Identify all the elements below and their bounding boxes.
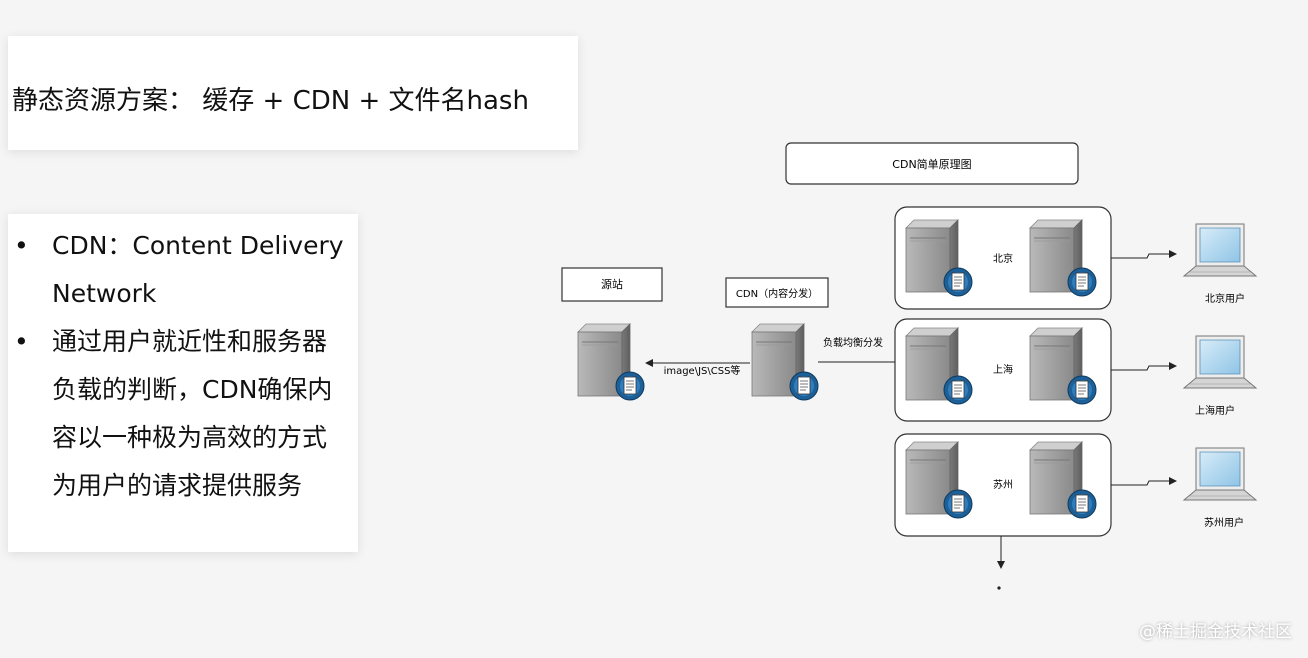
region-name: 上海	[993, 363, 1013, 376]
user-arrow	[1111, 477, 1177, 486]
bullet-text: CDN：Content Delivery Network	[52, 231, 344, 308]
laptop-icon	[1183, 335, 1257, 389]
region-name: 北京	[993, 252, 1013, 265]
user-label: 上海用户	[1195, 404, 1235, 417]
region-name: 苏州	[993, 478, 1013, 491]
bullet-dot: •	[14, 327, 29, 356]
user-arrow	[1111, 250, 1177, 259]
origin-server-icon	[577, 323, 645, 401]
origin-label: 源站	[601, 277, 623, 291]
cdn-label: CDN（内容分发）	[736, 287, 818, 300]
bullet-card	[8, 214, 358, 552]
bullet-text: 通过用户就近性和服务器负载的判断，CDN确保内容以一种极为高效的方式为用户的请求…	[52, 327, 333, 500]
lb-edge-label: 负载均衡分发	[823, 336, 883, 349]
bullet-dot: •	[14, 231, 29, 260]
laptop-icon	[1183, 223, 1257, 277]
bullet-item: • CDN：Content Delivery Network	[8, 222, 348, 318]
diagram-title: CDN简单原理图	[892, 157, 971, 171]
user-arrow	[1111, 362, 1177, 371]
watermark: @稀土掘金技术社区	[1139, 622, 1292, 642]
title-card	[8, 36, 578, 150]
user-label: 北京用户	[1205, 292, 1245, 305]
ellipsis-dot	[997, 586, 1001, 590]
cdn-label-box	[725, 277, 829, 308]
laptop-icon	[1183, 447, 1257, 501]
asset-edge-label: image\JS\CSS等	[664, 364, 741, 377]
origin-label-box	[561, 267, 663, 302]
cdn-server-icon	[751, 323, 819, 401]
slide-title: 静态资源方案： 缓存 + CDN + 文件名hash	[12, 86, 529, 116]
bullet-item: • 通过用户就近性和服务器负载的判断，CDN确保内容以一种极为高效的方式为用户的…	[8, 318, 348, 510]
diagram-title-box	[785, 142, 1079, 185]
bullet-list: • CDN：Content Delivery Network • 通过用户就近性…	[8, 222, 348, 510]
user-label: 苏州用户	[1204, 516, 1244, 529]
